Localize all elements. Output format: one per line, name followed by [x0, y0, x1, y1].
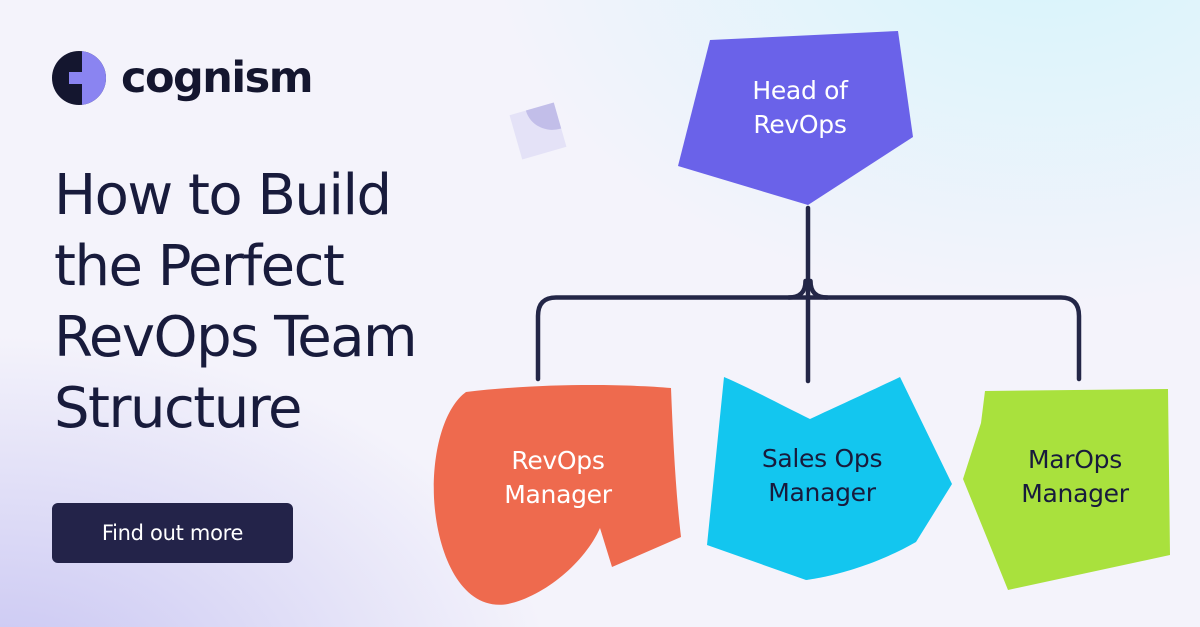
node-revops-manager-label: RevOps Manager: [504, 446, 612, 509]
brand-wordmark: cognism: [121, 52, 314, 103]
page-title: How to Build the Perfect RevOps Team Str…: [54, 160, 418, 444]
node-head-of-revops-label: Head of RevOps: [752, 76, 848, 139]
find-out-more-button[interactable]: Find out more: [52, 503, 293, 563]
node-marops-manager-shape: [963, 389, 1170, 590]
node-marops-manager-label: MarOps Manager: [1021, 445, 1129, 508]
logo-half-purple: [82, 51, 106, 105]
cognism-logo: cognism: [52, 51, 314, 105]
logo-notch: [69, 72, 84, 84]
connector-fillet-left: [786, 278, 808, 300]
node-revops-manager-shape: [433, 385, 681, 605]
cognism-logo-icon: [52, 51, 106, 105]
node-sales-ops-manager-shape: [707, 377, 952, 580]
headline-line-3: RevOps Team: [54, 305, 418, 370]
node-sales-ops-manager-label: Sales Ops Manager: [761, 444, 883, 507]
node-head-of-revops-shape: [678, 31, 913, 205]
headline-line-4: Structure: [54, 376, 303, 441]
headline-line-1: How to Build: [54, 163, 392, 228]
headline-line-2: the Perfect: [54, 234, 345, 299]
connector-lines: [535, 205, 1082, 384]
connector-fillet-right: [808, 278, 830, 300]
